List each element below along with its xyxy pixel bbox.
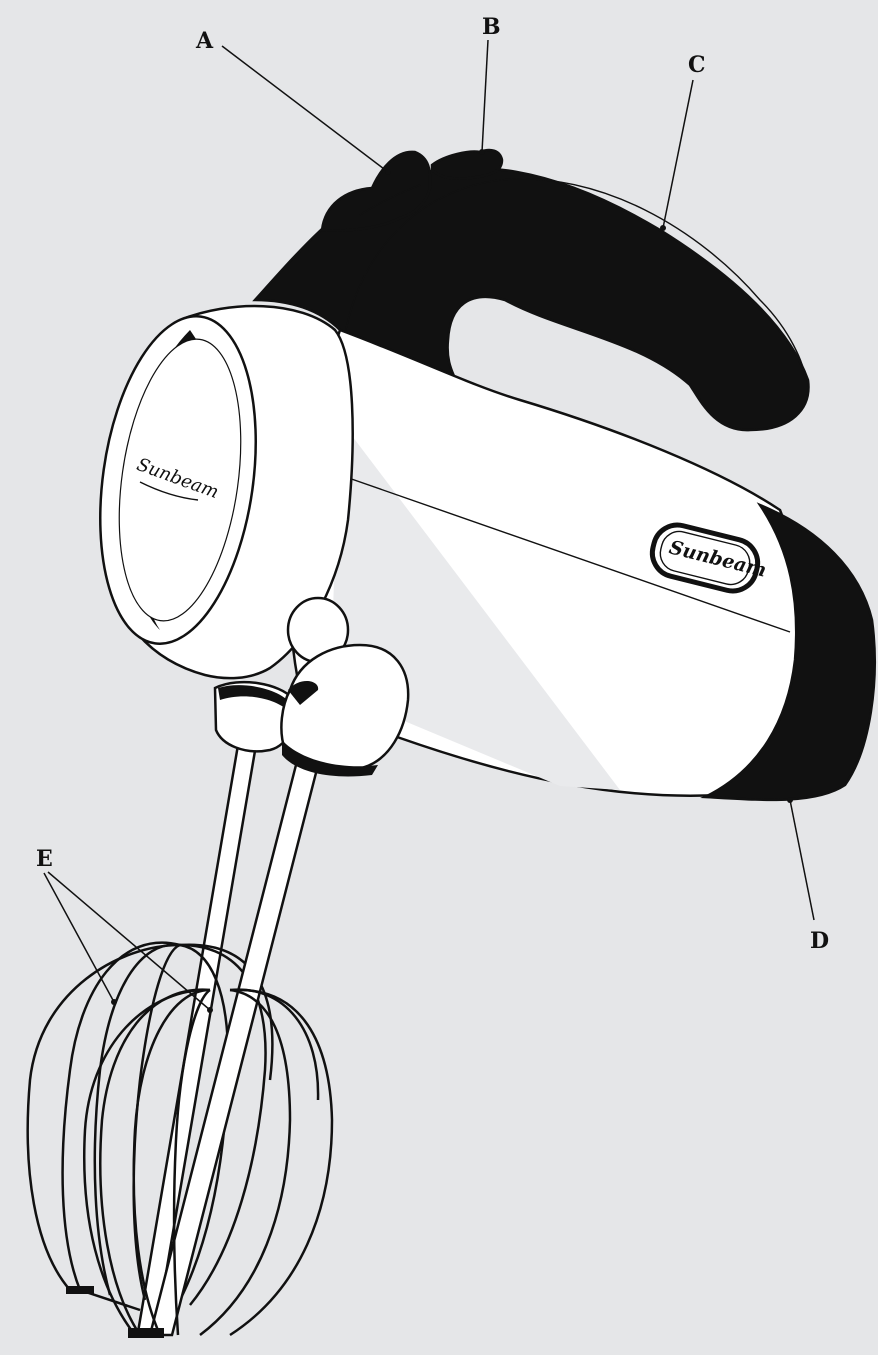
ejector-button <box>432 150 502 179</box>
callout-D: D <box>787 797 829 954</box>
beater-right <box>84 765 332 1338</box>
callout-B: B <box>479 14 501 155</box>
callout-E: E <box>36 846 213 1013</box>
callout-label-E: E <box>36 846 53 872</box>
callout-label-D: D <box>810 928 829 954</box>
callout-label-B: B <box>482 14 501 40</box>
callout-C: C <box>660 52 706 231</box>
callout-label-C: C <box>688 52 706 78</box>
callout-A: A <box>195 28 391 175</box>
callout-label-A: A <box>195 28 214 54</box>
